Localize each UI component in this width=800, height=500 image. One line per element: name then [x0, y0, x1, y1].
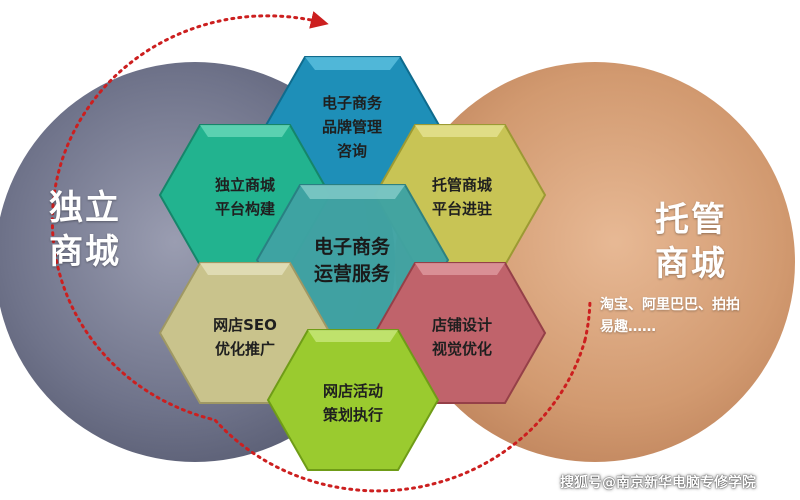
cycle-arrow-right-part [583, 298, 592, 342]
hex-upper-left-label-2: 平台构建 [215, 200, 276, 218]
hex-top-label-2: 品牌管理 [322, 118, 382, 136]
left-circle-label: 独立 商城 [30, 186, 140, 274]
hex-upper-left-label-1: 独立商城 [215, 176, 275, 194]
hex-lower-right-label-1: 店铺设计 [432, 316, 492, 334]
platform-examples-line2: 易趣…… [600, 319, 656, 335]
hex-bottom: 网店活动 策划执行 [266, 329, 440, 471]
hex-bottom-label-1: 网店活动 [323, 382, 383, 400]
watermark-text: 搜狐号@南京新华电脑专修学院 [560, 475, 756, 491]
cycle-arrow [50, 11, 587, 493]
hex-center-label-2: 运营服务 [314, 262, 391, 285]
hex-lower-left-label-1: 网店SEO [213, 316, 277, 334]
hex-top-label-3: 咨询 [337, 142, 367, 160]
right-circle-label-line1: 托管 [655, 200, 727, 240]
platform-examples: 淘宝、阿里巴巴、拍拍 易趣…… [600, 294, 785, 338]
hex-upper-right-label-1: 托管商城 [432, 176, 492, 194]
hex-top-label-1: 电子商务 [322, 94, 383, 112]
right-circle-label: 托管 商城 [636, 198, 746, 286]
right-circle-label-line2: 商城 [655, 244, 727, 284]
hex-lower-left-label-2: 优化推广 [215, 340, 275, 358]
hex-lower-right-label-2: 视觉优化 [432, 340, 492, 358]
left-circle-label-line1: 独立 [49, 188, 121, 228]
platform-examples-line1: 淘宝、阿里巴巴、拍拍 [600, 297, 740, 313]
hex-bottom-label-2: 策划执行 [322, 406, 383, 424]
left-circle-label-line2: 商城 [49, 232, 121, 272]
hex-center-label-1: 电子商务 [314, 235, 391, 258]
hex-upper-right-label-2: 平台进驻 [432, 200, 492, 218]
